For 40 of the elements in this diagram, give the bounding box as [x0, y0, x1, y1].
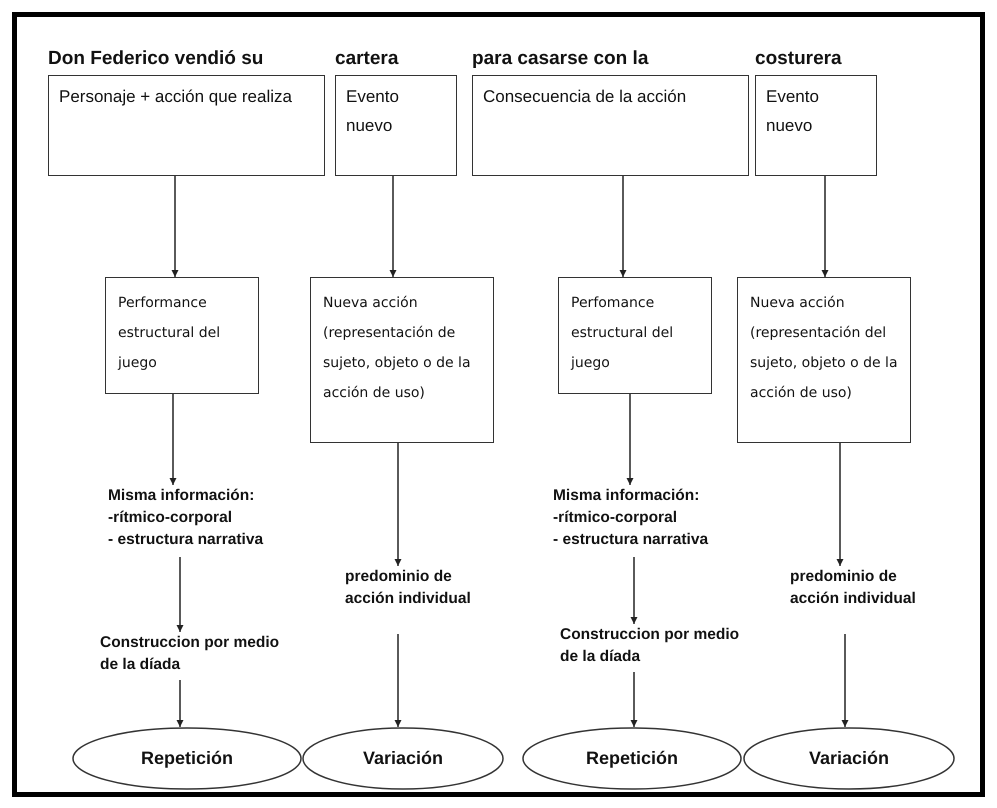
oval-label: Variación [808, 748, 890, 769]
arrow [394, 443, 402, 566]
arrow [836, 443, 844, 566]
note-text: Misma información: [553, 486, 700, 506]
note-text: - estructura narrativa [553, 530, 710, 550]
heading-text: para casarse con la [472, 47, 648, 71]
note-text: Construccion por medio de la díada [100, 633, 280, 675]
note-text: Misma información: [108, 486, 256, 506]
heading-text: Don Federico vendió su [48, 47, 264, 71]
box-text: Personaje + acción que realiza [59, 86, 293, 108]
arrow [842, 634, 848, 727]
note-text: Construccion por medio de la díada [560, 625, 740, 667]
arrow [390, 176, 396, 277]
arrow [170, 394, 176, 485]
box-text: Nueva acción (representación de sujeto, objeto o de la acción de uso) [323, 294, 472, 403]
box-text: Evento nuevo [346, 86, 400, 137]
arrow [630, 557, 638, 624]
oval-label: Repetición [140, 748, 233, 769]
arrow [176, 557, 184, 632]
arrow [630, 672, 638, 727]
oval-label: Variación [362, 748, 444, 769]
arrow [626, 394, 634, 485]
box-text: Evento nuevo [766, 86, 820, 137]
note-text: predominio de acción individual [345, 567, 472, 609]
note-text: -rítmico-corporal [553, 508, 678, 528]
arrow [176, 680, 184, 727]
heading-text: costurera [755, 47, 842, 71]
heading-text: cartera [335, 47, 398, 71]
note-text: predominio de acción individual [790, 567, 917, 609]
arrow [620, 176, 626, 277]
box-text: Perfomance estructural del juego [571, 294, 674, 373]
oval-label: Repetición [586, 748, 678, 769]
box-text: Consecuencia de la acción [483, 86, 688, 108]
box-text: Nueva acción (representación del sujeto, objeto o de la acción de uso) [750, 294, 898, 403]
note-text: - estructura narrativa [108, 530, 264, 550]
arrow [394, 634, 402, 727]
arrow [172, 176, 178, 277]
arrow [822, 176, 828, 277]
box-text: Performance estructural del juego [118, 294, 222, 373]
note-text: -rítmico-corporal [108, 508, 234, 528]
